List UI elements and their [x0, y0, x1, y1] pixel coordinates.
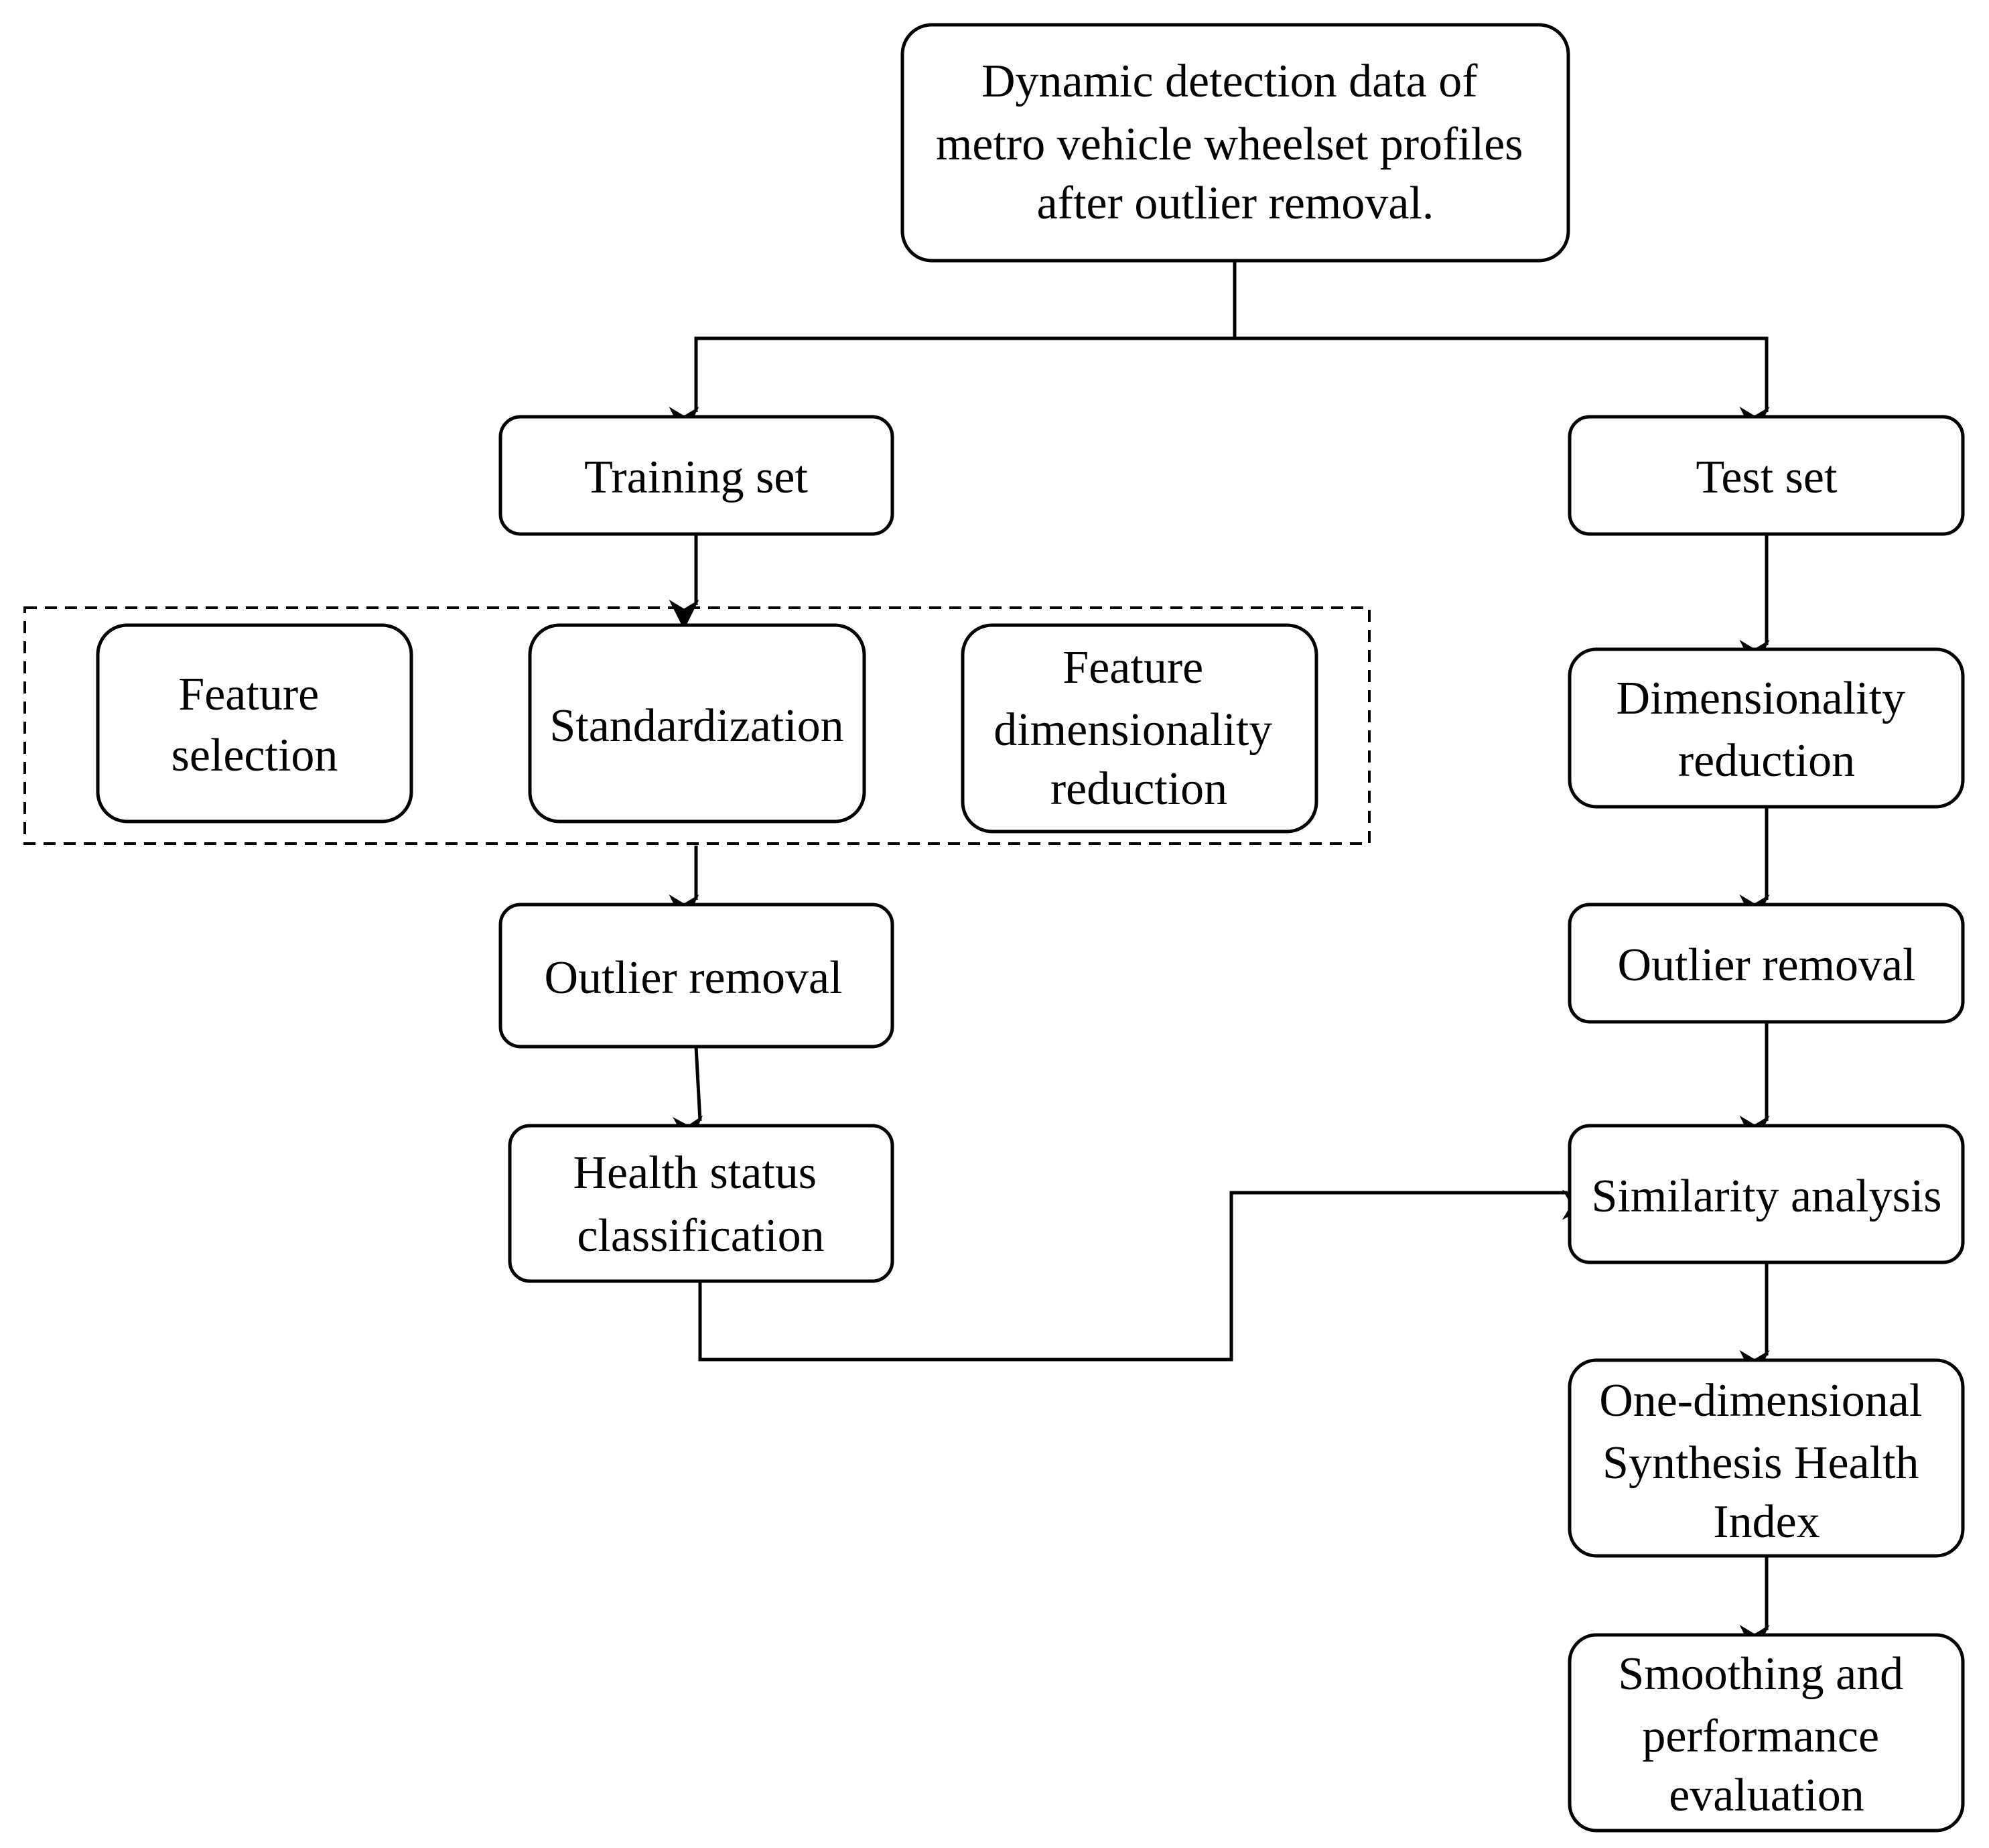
feature-selection-box: [96, 623, 413, 823]
node-similarity-analysis: Similarity analysis: [1568, 1124, 1965, 1264]
dim-reduction-label: Dimensionality reduction: [1616, 673, 1917, 787]
dim-reduction-box: [1568, 647, 1965, 809]
edge-source-to-test: [1235, 336, 1770, 437]
outlier-removal-train-box: [498, 903, 894, 1049]
edges: [669, 261, 1770, 1655]
node-health-status-classification: Health status classification: [508, 1124, 894, 1283]
edge-health-to-similarity: [698, 1189, 1592, 1362]
node-smoothing-evaluation: Smoothing and performance evaluation: [1568, 1633, 1965, 1833]
feature-dim-reduction-box: [961, 623, 1318, 834]
outlier-removal-test-box: [1568, 903, 1965, 1024]
node-feature-selection: Feature selection: [96, 623, 413, 823]
test-set-label: Test set: [1696, 452, 1838, 503]
edge-source-to-training: [669, 261, 1237, 437]
smoothing-box: [1568, 1633, 1965, 1833]
node-outlier-removal-train: Outlier removal: [498, 903, 894, 1049]
one-dim-index-box: [1568, 1358, 1965, 1558]
edge-outlier-train-to-health: [673, 1046, 703, 1146]
standardization-box: [528, 623, 866, 823]
feature-selection-label: Feature selection: [172, 669, 338, 781]
health-status-box: [508, 1124, 894, 1283]
outlier-removal-train-label: Outlier removal: [544, 952, 842, 1004]
node-training-set: Training set: [498, 415, 894, 536]
node-test-set: Test set: [1568, 415, 1965, 536]
standardization-label: Standardization: [549, 700, 843, 752]
node-feature-dimensionality-reduction: Feature dimensionality reduction: [961, 623, 1318, 834]
node-dimensionality-reduction: Dimensionality reduction: [1568, 647, 1965, 809]
health-status-label: Health status classification: [573, 1147, 828, 1262]
one-dim-index-label: One-dimensional Synthesis Health Index: [1599, 1375, 1934, 1548]
outlier-removal-test-label: Outlier removal: [1617, 939, 1915, 991]
source-data-label: Dynamic detection data of metro vehicle …: [936, 56, 1535, 229]
smoothing-label: Smoothing and performance evaluation: [1618, 1648, 1915, 1821]
preprocessing-group: [23, 606, 1371, 845]
node-one-dimensional-index: One-dimensional Synthesis Health Index: [1568, 1358, 1965, 1558]
training-set-box: [498, 415, 894, 536]
similarity-box: [1568, 1124, 1965, 1264]
feature-dim-reduction-label: Feature dimensionality reduction: [993, 642, 1284, 815]
source-data-box: [900, 23, 1570, 263]
training-set-label: Training set: [584, 452, 808, 503]
node-standardization: Standardization: [528, 623, 866, 823]
node-outlier-removal-test: Outlier removal: [1568, 903, 1965, 1024]
test-set-box: [1568, 415, 1965, 536]
similarity-label: Similarity analysis: [1591, 1171, 1941, 1222]
node-source-data: Dynamic detection data of metro vehicle …: [900, 23, 1570, 263]
